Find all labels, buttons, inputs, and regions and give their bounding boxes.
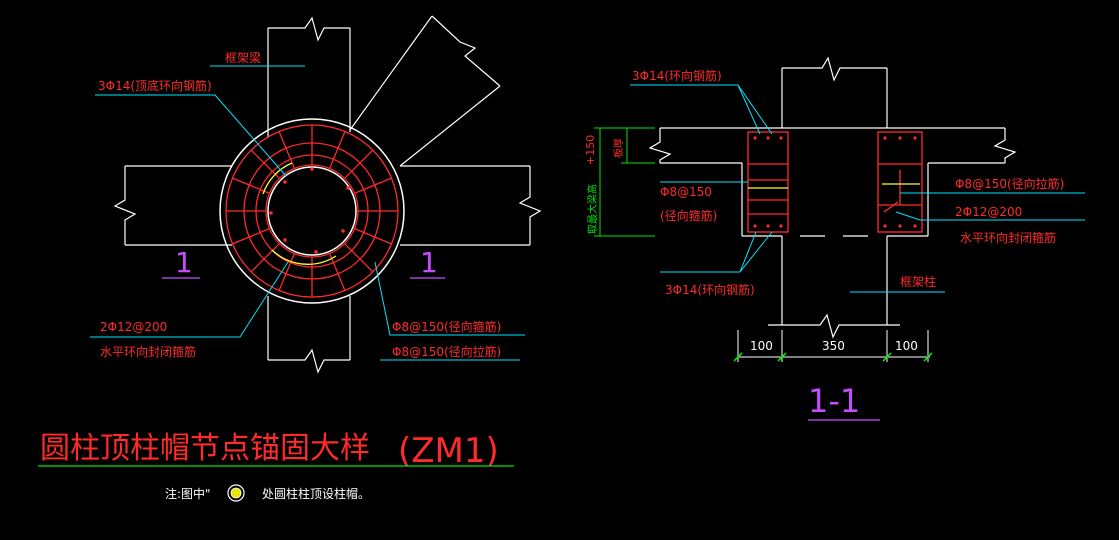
- radial-spoke: [329, 131, 346, 169]
- label-radial-tie: Φ8@150(径向拉筋): [955, 176, 1064, 191]
- label-horizontal-hoop-2: 水平环向封闭箍筋: [100, 344, 196, 359]
- radial-spoke: [329, 253, 346, 291]
- plan-diagonal-beam: [349, 15, 501, 167]
- section-hoops: [748, 183, 920, 189]
- dimension-ticks: [733, 352, 933, 362]
- column-cap-symbol-inner: [230, 487, 242, 499]
- plan-right-beam: [400, 165, 542, 246]
- radial-rebar: [225, 124, 399, 298]
- horizontal-hoop: [262, 162, 337, 265]
- radial-spoke: [250, 243, 280, 273]
- radial-spoke: [232, 177, 270, 194]
- ring-bars: [269, 167, 350, 254]
- note-suffix: 处圆柱柱顶设柱帽。: [262, 486, 370, 501]
- label-frame-column: 框架柱: [900, 274, 936, 289]
- plan-left-beam: [113, 165, 232, 246]
- radial-spoke: [278, 253, 295, 291]
- radial-spoke: [344, 149, 374, 179]
- plan-bottom-beam: [267, 296, 351, 374]
- column-cap-symbol-outer: [227, 484, 245, 502]
- label-radial-stirrup-1: Φ8@150: [660, 185, 712, 199]
- dim-left: 100: [750, 339, 773, 353]
- cap-outer-circle: [219, 118, 405, 304]
- label-radial-stirrup: Φ8@150(径向箍筋): [392, 319, 501, 334]
- label-hoop-1: 2Φ12@200: [955, 205, 1022, 219]
- radial-spoke: [354, 228, 392, 245]
- column-circle: [267, 166, 357, 256]
- section-mark-left: 1: [175, 246, 193, 279]
- radial-spoke: [354, 177, 392, 194]
- label-radial-tie: Φ8@150(径向拉筋): [392, 344, 501, 359]
- label-horizontal-hoop-1: 2Φ12@200: [100, 320, 167, 334]
- label-ring-top: 3Φ14(环向钢筋): [632, 68, 722, 83]
- plan-view: 框架梁 3Φ14(顶底环向钢筋) 2Φ12@200 水平环向封闭箍筋 Φ8@15…: [38, 15, 542, 502]
- radial-spoke: [344, 243, 374, 273]
- label-radial-stirrup-2: (径向箍筋): [660, 208, 717, 223]
- dim-plus-150: +150: [584, 135, 597, 165]
- radial-spoke: [232, 228, 270, 245]
- section-upper-column: [781, 56, 888, 128]
- section-title: 1-1: [808, 382, 860, 420]
- section-mark-right: 1: [420, 246, 438, 279]
- label-hoop-2: 水平环向封闭箍筋: [960, 230, 1056, 245]
- drawing-title-code: (ZM1): [398, 431, 499, 471]
- dim-middle: 350: [822, 339, 845, 353]
- plan-leaders: [90, 65, 525, 361]
- label-frame-beam: 框架梁: [225, 50, 261, 65]
- plan-top-beam: [267, 16, 351, 138]
- drawing-title: 圆柱顶柱帽节点锚固大样: [40, 431, 370, 466]
- section-ring-bars: [753, 136, 917, 228]
- section-rebar: [747, 131, 923, 233]
- dim-slab: 板厚: [612, 138, 625, 158]
- label-ring-bottom: 3Φ14(环向钢筋): [665, 282, 755, 297]
- dim-beam-depth: 取最大梁高: [586, 184, 599, 234]
- section-view: 3Φ14(环向钢筋) Φ8@150 (径向箍筋) 3Φ14(环向钢筋) Φ8@1…: [584, 56, 1085, 421]
- section-leaders: [630, 84, 1085, 293]
- vertical-dimension: [594, 127, 655, 237]
- section-slab: [648, 127, 1017, 237]
- radial-spoke: [278, 131, 295, 169]
- note-prefix: 注:图中": [165, 486, 211, 501]
- label-top-bottom-ring: 3Φ14(顶底环向钢筋): [98, 78, 212, 93]
- section-lower-column: [768, 236, 900, 339]
- dim-right: 100: [895, 339, 918, 353]
